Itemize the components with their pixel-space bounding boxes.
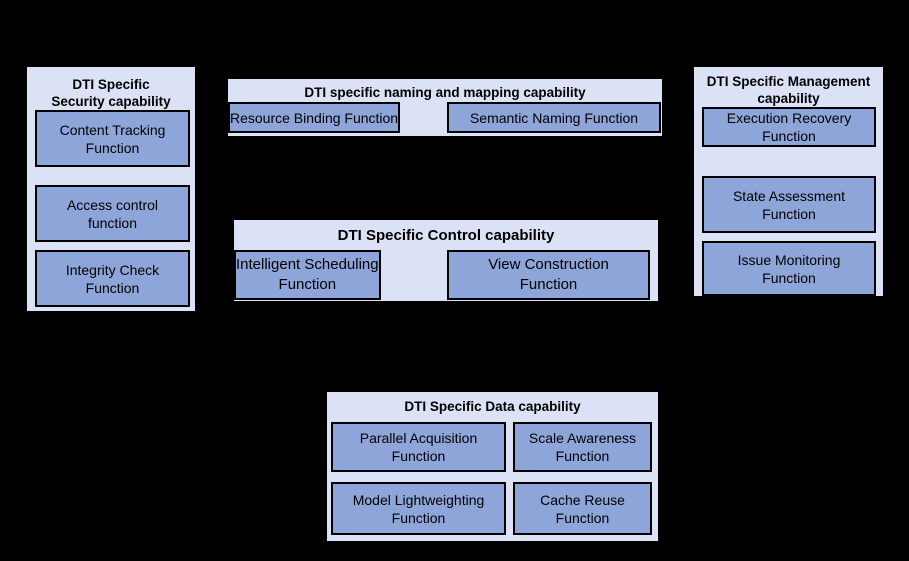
function-box-model-lightweighting: Model Lightweighting Function <box>331 482 506 535</box>
title-line: DTI Specific Data capability <box>404 399 581 414</box>
function-label: Function <box>391 509 446 526</box>
function-label: Cache Reuse <box>540 491 625 508</box>
function-box-view-construction: View Construction Function <box>447 250 650 300</box>
function-box-parallel-acquisition: Parallel Acquisition Function <box>331 422 506 472</box>
function-label: Function <box>278 276 337 293</box>
function-box-cache-reuse: Cache Reuse Function <box>513 482 652 535</box>
naming-and-mapping-capability-title: DTI specific naming and mapping capabili… <box>228 79 662 101</box>
function-box-issue-monitoring: Issue Monitoring Function <box>702 241 876 296</box>
function-box-resource-binding: Resource Binding Function <box>228 102 401 133</box>
group-data-capability: DTI Specific Data capability Parallel Ac… <box>325 390 660 543</box>
function-label: View Construction <box>488 256 609 273</box>
function-box-scale-awareness: Scale Awareness Function <box>513 422 652 472</box>
function-box-intelligent-scheduling: Intelligent Scheduling Function <box>234 250 381 300</box>
function-label: Access control <box>66 196 159 213</box>
function-label: Function <box>85 279 140 296</box>
group-security-capability: DTI Specific Security capability Access … <box>25 65 197 313</box>
function-box-access-control: Access control function <box>35 185 190 242</box>
control-capability-title: DTI Specific Control capability <box>234 220 658 244</box>
function-label: Model Lightweighting <box>352 491 485 508</box>
function-label: Semantic Naming Function <box>469 109 639 126</box>
title-line: capability <box>757 91 820 106</box>
function-label: Execution Recovery <box>726 110 852 126</box>
title-line: DTI Specific Control capability <box>337 227 555 244</box>
data-capability-title: DTI Specific Data capability <box>327 392 658 415</box>
function-label: Resource Binding Function <box>230 109 399 126</box>
group-naming-and-mapping-capability: DTI specific naming and mapping capabili… <box>226 77 664 138</box>
group-management-capability: DTI Specific Management capability State… <box>692 65 885 298</box>
function-label: Function <box>391 448 446 464</box>
function-label: Content Tracking <box>59 121 166 138</box>
function-label: Intelligent Scheduling <box>236 256 379 273</box>
function-label: Scale Awareness <box>528 430 637 446</box>
function-box-execution-recovery: Execution Recovery Function <box>702 107 876 147</box>
function-label: Function <box>762 128 816 144</box>
function-label: Function <box>519 276 578 293</box>
function-box-semantic-naming: Semantic Naming Function <box>447 102 661 133</box>
function-label: Function <box>762 205 816 222</box>
function-label: Parallel Acquisition <box>359 430 478 446</box>
function-label: Function <box>85 139 140 156</box>
title-line: Security capability <box>51 94 171 109</box>
function-box-state-assessment: State Assessment Function <box>702 176 876 233</box>
title-line: DTI Specific Management <box>706 74 871 89</box>
title-line: DTI specific naming and mapping capabili… <box>304 85 586 100</box>
function-label: function <box>87 214 138 231</box>
title-line: DTI Specific <box>72 77 150 92</box>
function-label: State Assessment <box>732 187 846 204</box>
function-box-integrity-check: Integrity Check Function <box>35 250 190 307</box>
function-label: Function <box>555 509 610 526</box>
function-label: Integrity Check <box>65 261 160 278</box>
security-capability-title: DTI Specific Security capability <box>27 67 195 110</box>
group-control-capability: DTI Specific Control capability View Con… <box>232 218 660 303</box>
function-label: Function <box>555 448 610 464</box>
function-box-content-tracking: Content Tracking Function <box>35 110 190 167</box>
function-label: Function <box>762 269 816 286</box>
management-capability-title: DTI Specific Management capability <box>694 67 883 107</box>
function-label: Issue Monitoring <box>737 251 841 268</box>
